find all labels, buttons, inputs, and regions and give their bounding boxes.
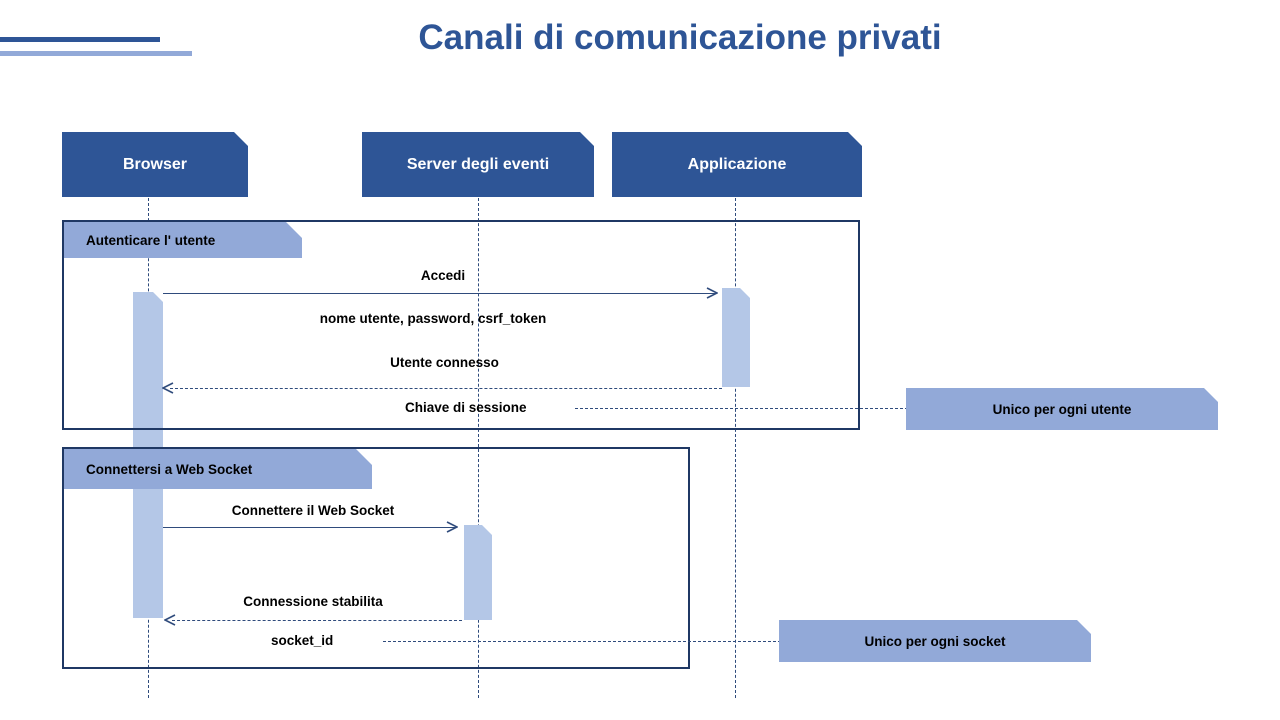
arrow-head-right-connettere-web-socket bbox=[446, 521, 458, 533]
message-line-connettere-web-socket bbox=[163, 527, 456, 528]
fragment-connettersi-web-socket bbox=[62, 447, 690, 669]
message-label-connessione-stabilita: Connessione stabilita bbox=[243, 594, 383, 609]
message-label-credenziali: nome utente, password, csrf_token bbox=[319, 311, 547, 326]
fragment-autenticare-utente bbox=[62, 220, 860, 430]
message-line-connessione-stabilita bbox=[172, 620, 462, 621]
note-unico-per-ogni-utente: Unico per ogni utente bbox=[906, 388, 1218, 430]
arrow-head-right-accedi bbox=[706, 287, 718, 299]
page-title: Canali di comunicazione privati bbox=[418, 18, 942, 57]
note-text: Unico per ogni socket bbox=[864, 633, 1006, 649]
participant-applicazione[interactable]: Applicazione bbox=[612, 132, 862, 197]
note-connector-socket-id bbox=[383, 641, 781, 642]
participant-label: Server degli eventi bbox=[406, 155, 550, 173]
participant-label: Applicazione bbox=[687, 155, 787, 173]
message-line-accedi bbox=[163, 293, 716, 294]
activation-bar-server-eventi bbox=[464, 525, 492, 620]
note-unico-per-ogni-socket: Unico per ogni socket bbox=[779, 620, 1091, 662]
participant-browser[interactable]: Browser bbox=[62, 132, 248, 197]
message-line-utente-connesso bbox=[170, 388, 722, 389]
participant-label: Browser bbox=[122, 155, 188, 173]
fragment-label-autenticare-utente: Autenticare l' utente bbox=[64, 222, 302, 258]
message-label-connettere-web-socket: Connettere il Web Socket bbox=[231, 503, 395, 518]
arrow-head-left-utente-connesso bbox=[162, 382, 174, 394]
note-text: Unico per ogni utente bbox=[992, 401, 1132, 417]
fragment-label-connettersi-web-socket: Connettersi a Web Socket bbox=[64, 449, 372, 489]
lifeline-applicazione bbox=[735, 198, 736, 698]
note-connector-chiave-di-sessione bbox=[575, 408, 908, 409]
message-label-accedi: Accedi bbox=[420, 268, 466, 283]
decorative-bar-light bbox=[0, 51, 192, 56]
message-label-utente-connesso: Utente connesso bbox=[390, 355, 499, 370]
message-label-chiave-di-sessione: Chiave di sessione bbox=[405, 400, 527, 415]
message-label-socket-id: socket_id bbox=[271, 633, 334, 648]
activation-bar-applicazione bbox=[722, 288, 750, 387]
fragment-label-text: Autenticare l' utente bbox=[86, 232, 216, 248]
participant-server-eventi[interactable]: Server degli eventi bbox=[362, 132, 594, 197]
arrow-head-left-connessione-stabilita bbox=[164, 614, 176, 626]
fragment-label-text: Connettersi a Web Socket bbox=[86, 461, 253, 477]
decorative-bar-dark bbox=[0, 37, 160, 42]
